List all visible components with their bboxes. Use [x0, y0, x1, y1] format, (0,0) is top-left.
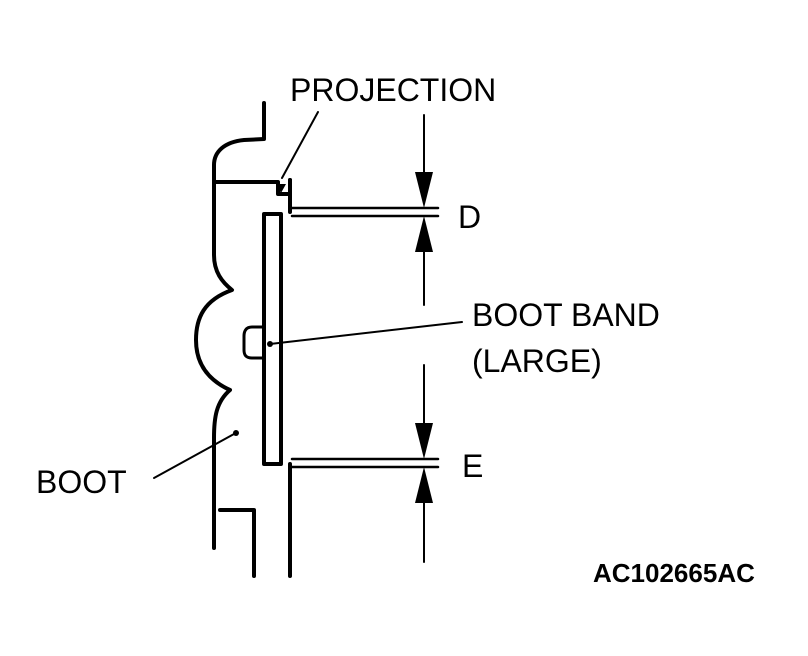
boot-band-leader: [269, 321, 463, 345]
boot-band-label-line2: (LARGE): [472, 343, 602, 379]
boot-leader-dot: [233, 430, 239, 436]
arrow-e-down: [415, 423, 433, 459]
boot-band-strip: [262, 212, 283, 466]
arrow-d-up: [415, 216, 433, 252]
band-buckle-tab: [242, 325, 266, 360]
figure-code: AC102665AC: [593, 558, 755, 588]
boot-lower-step: [218, 508, 256, 578]
projection-marker: [276, 184, 286, 193]
arrow-d-down: [415, 172, 433, 208]
dimension-e-label: E: [462, 448, 483, 484]
boot-outline: [194, 101, 266, 550]
boot-label: BOOT: [36, 464, 127, 500]
boot-leader: [153, 433, 235, 479]
projection-label: PROJECTION: [290, 72, 496, 108]
dimension-d-label: D: [458, 199, 481, 235]
boot-band-label-line1: BOOT BAND: [472, 297, 660, 333]
boot-band-leader-dot: [267, 341, 273, 347]
projection-leader: [281, 111, 319, 179]
arrow-e-up: [415, 467, 433, 503]
